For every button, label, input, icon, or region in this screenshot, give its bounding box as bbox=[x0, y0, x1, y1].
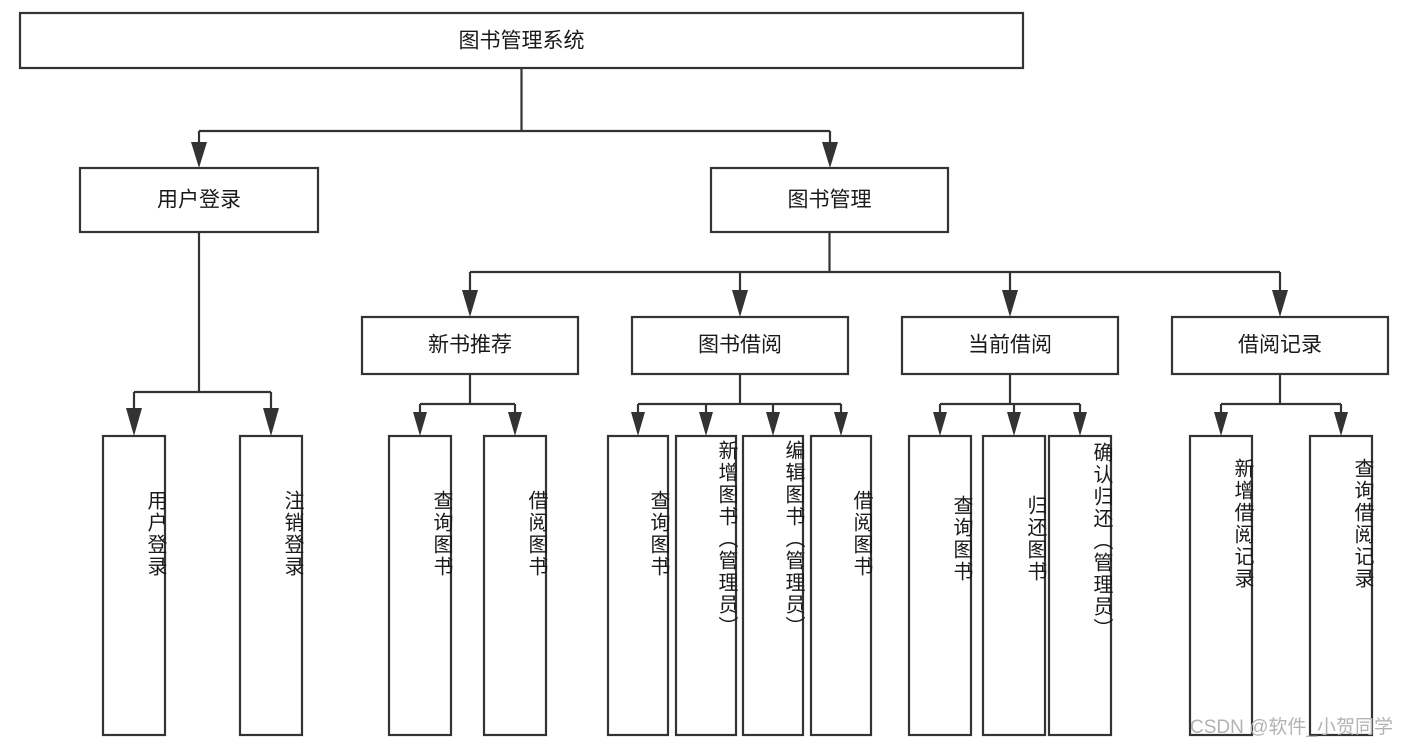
node-book-management[interactable]: 图书管理 bbox=[709, 166, 950, 234]
node-current-borrow-label: 当前借阅 bbox=[968, 334, 1052, 357]
leaf-box-add-book-admin[interactable] bbox=[674, 434, 738, 737]
node-book-management-box[interactable] bbox=[709, 166, 950, 234]
node-root-box[interactable] bbox=[18, 11, 1025, 70]
node-book-borrow-label: 图书借阅 bbox=[698, 334, 782, 357]
arrow-head-icon bbox=[766, 412, 780, 436]
node-new-book-recommend[interactable]: 新书推荐 bbox=[360, 315, 580, 376]
node-book-borrow[interactable]: 图书借阅 bbox=[630, 315, 850, 376]
node-current-borrow-box[interactable] bbox=[900, 315, 1120, 376]
node-user-login[interactable]: 用户登录 bbox=[78, 166, 320, 234]
node-borrow-record-label: 借阅记录 bbox=[1238, 334, 1322, 357]
leaf-box-query-book-recommend[interactable] bbox=[387, 434, 453, 737]
arrow-head-icon bbox=[822, 142, 838, 168]
connector-current-borrow-to-leaves bbox=[933, 374, 1087, 436]
node-new-book-recommend-label: 新书推荐 bbox=[428, 334, 512, 357]
node-root[interactable]: 图书管理系统 bbox=[18, 11, 1025, 70]
arrow-head-icon bbox=[413, 412, 427, 436]
node-root-label: 图书管理系统 bbox=[459, 30, 585, 53]
csdn-watermark: CSDN @软件_小贺同学 bbox=[1190, 717, 1393, 738]
arrow-head-icon bbox=[1007, 412, 1021, 436]
leaf-box-query-borrow-record[interactable] bbox=[1308, 434, 1374, 737]
arrow-head-icon bbox=[126, 408, 142, 436]
connector-book-management-to-level3 bbox=[462, 232, 1288, 317]
leaf-box-confirm-return-admin[interactable] bbox=[1047, 434, 1113, 737]
connector-user-login-to-leaves bbox=[126, 232, 279, 436]
leaf-box-add-borrow-record[interactable] bbox=[1188, 434, 1254, 737]
connector-new-book-recommend-to-leaves bbox=[413, 374, 522, 436]
arrow-head-icon bbox=[732, 290, 748, 317]
node-book-management-label: 图书管理 bbox=[788, 189, 872, 212]
leaf-box-logout[interactable] bbox=[238, 434, 304, 737]
arrow-head-icon bbox=[191, 142, 207, 168]
arrow-head-icon bbox=[1272, 290, 1288, 317]
arrow-head-icon bbox=[1073, 412, 1087, 436]
connector-book-borrow-to-leaves bbox=[631, 374, 848, 436]
leaf-box-borrow-book[interactable] bbox=[809, 434, 873, 737]
node-current-borrow[interactable]: 当前借阅 bbox=[900, 315, 1120, 376]
leaf-box-borrow-book-recommend[interactable] bbox=[482, 434, 548, 737]
leaf-box-query-book-borrow[interactable] bbox=[606, 434, 670, 737]
arrow-head-icon bbox=[1002, 290, 1018, 317]
node-borrow-record[interactable]: 借阅记录 bbox=[1170, 315, 1390, 376]
leaf-box-edit-book-admin[interactable] bbox=[741, 434, 805, 737]
leaf-box-user-login[interactable] bbox=[101, 434, 167, 737]
node-new-book-recommend-box[interactable] bbox=[360, 315, 580, 376]
node-user-login-box[interactable] bbox=[78, 166, 320, 234]
leaf-box-return-book[interactable] bbox=[981, 434, 1047, 737]
connector-borrow-record-to-leaves bbox=[1214, 374, 1348, 436]
arrow-head-icon bbox=[699, 412, 713, 436]
arrow-head-icon bbox=[462, 290, 478, 317]
arrow-head-icon bbox=[263, 408, 279, 436]
arrow-head-icon bbox=[508, 412, 522, 436]
arrow-head-icon bbox=[834, 412, 848, 436]
arrow-head-icon bbox=[1334, 412, 1348, 436]
arrow-head-icon bbox=[631, 412, 645, 436]
leaf-box-query-book-current[interactable] bbox=[907, 434, 973, 737]
node-user-login-label: 用户登录 bbox=[157, 189, 241, 212]
arrow-head-icon bbox=[1214, 412, 1228, 436]
connector-root-to-level2 bbox=[191, 68, 838, 168]
arrow-head-icon bbox=[933, 412, 947, 436]
